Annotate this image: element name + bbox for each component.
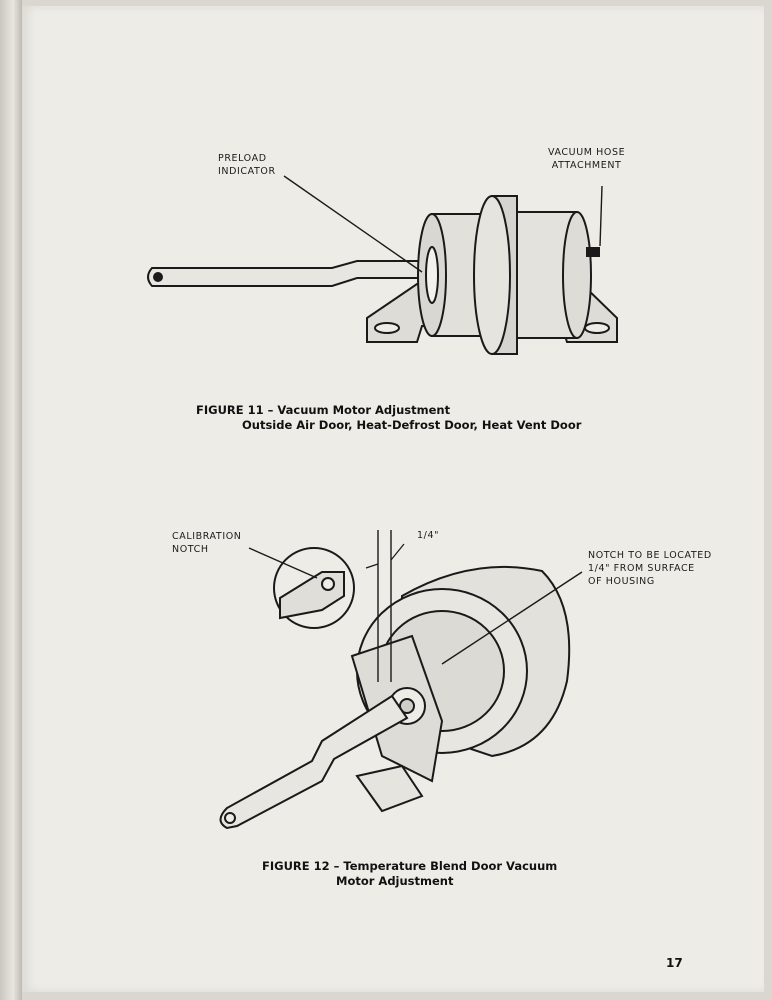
figure-11-caption: FIGURE 11 – Vacuum Motor Adjustment Outs…	[196, 403, 581, 433]
notch-location-label: NOTCH TO BE LOCATED 1/4" FROM SURFACE OF…	[588, 550, 712, 587]
preload-indicator-label: PRELOAD INDICATOR	[218, 153, 276, 177]
figure-11-caption-line1: FIGURE 11 – Vacuum Motor Adjustment	[196, 403, 451, 417]
book-spine	[0, 0, 22, 1000]
figure-11-drawing	[147, 175, 618, 355]
figure-12-drawing	[219, 530, 583, 830]
figure-12-caption-line1: FIGURE 12 – Temperature Blend Door Vacuu…	[262, 859, 558, 873]
figure-11-caption-line2: Outside Air Door, Heat-Defrost Door, Hea…	[242, 418, 582, 432]
page-number: 17	[666, 956, 683, 970]
figure-12-caption: FIGURE 12 – Temperature Blend Door Vacuu…	[262, 859, 557, 889]
dimension-label: 1/4"	[417, 530, 440, 541]
vacuum-hose-attachment-label: VACUUM HOSE ATTACHMENT	[548, 147, 626, 171]
figure-11-lever-arm	[147, 260, 426, 287]
manual-page: PRELOAD INDICATOR VACUUM HOSE ATTACHMENT…	[22, 6, 764, 992]
calibration-notch-label: CALIBRATION NOTCH	[172, 531, 242, 555]
figure-12-lever-arm	[219, 694, 409, 830]
figure-12-caption-line2: Motor Adjustment	[336, 874, 454, 888]
